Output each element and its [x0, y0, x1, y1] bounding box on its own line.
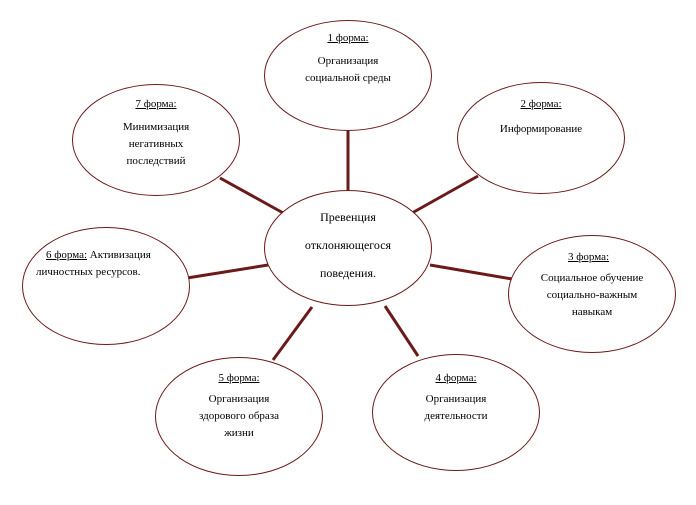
form-2-line-1: Информирование — [499, 123, 583, 135]
form-4-node — [372, 354, 540, 471]
connector-form-5 — [271, 306, 314, 361]
form-3-line-1: Социальное обучение — [540, 272, 644, 284]
form-1-title: 1 форма: — [327, 32, 369, 44]
form-3-title: 3 форма: — [568, 251, 610, 263]
center-node — [264, 190, 432, 306]
connector-form-2 — [411, 174, 479, 215]
form-2-title: 2 форма: — [520, 98, 562, 110]
form-3-node — [508, 235, 676, 353]
form-5-node — [155, 357, 323, 476]
form-7-line-3: последствий — [126, 155, 186, 167]
form-3-line-2: социально-важным — [546, 289, 638, 301]
form-1-label: 1 форма: Организация социальной среды — [264, 30, 432, 87]
center-line-3: поведения. — [320, 266, 376, 280]
form-1-node — [264, 20, 432, 131]
form-5-line-1: Организация — [208, 393, 270, 405]
form-3-line-3: навыкам — [571, 306, 613, 318]
form-2-node — [457, 82, 625, 194]
form-7-label: 7 форма: Минимизация негативных последст… — [72, 96, 240, 170]
form-4-label: 4 форма: Организация деятельности — [372, 370, 540, 425]
form-3-label: 3 форма: Социальное обучение социально-в… — [508, 249, 676, 321]
connector-form-4 — [383, 305, 420, 357]
form-6-title: 6 форма: — [46, 249, 88, 261]
center-line-2: отклоняющегося — [304, 238, 392, 252]
form-7-line-2: негативных — [128, 138, 184, 150]
form-5-title: 5 форма: — [218, 372, 260, 384]
center-label: Превенция отклоняющегося поведения. — [264, 210, 432, 280]
form-1-line-2: социальной среды — [305, 72, 391, 84]
form-6-node — [22, 227, 190, 345]
form-6-line-1: личностных ресурсов. — [36, 266, 141, 278]
connector-form-3 — [429, 263, 513, 281]
form-6-label: 6 форма: Активизация личностных ресурсов… — [22, 247, 190, 281]
form-2-label: 2 форма: Информирование — [457, 96, 625, 138]
form-5-line-2: здорового образа — [198, 410, 280, 422]
form-5-line-3: жизни — [224, 427, 254, 439]
connector-form-6 — [186, 263, 269, 280]
connector-form-7 — [219, 176, 286, 216]
form-6-inline: Активизация — [87, 249, 151, 261]
form-4-line-2: деятельности — [424, 410, 488, 422]
form-5-label: 5 форма: Организация здорового образа жи… — [155, 370, 323, 442]
form-7-line-1: Минимизация — [122, 121, 190, 133]
form-4-line-1: Организация — [425, 393, 487, 405]
form-7-node — [72, 84, 240, 196]
center-line-1: Превенция — [320, 210, 376, 224]
form-1-line-1: Организация — [317, 55, 379, 67]
form-7-title: 7 форма: — [135, 98, 177, 110]
form-4-title: 4 форма: — [435, 372, 477, 384]
